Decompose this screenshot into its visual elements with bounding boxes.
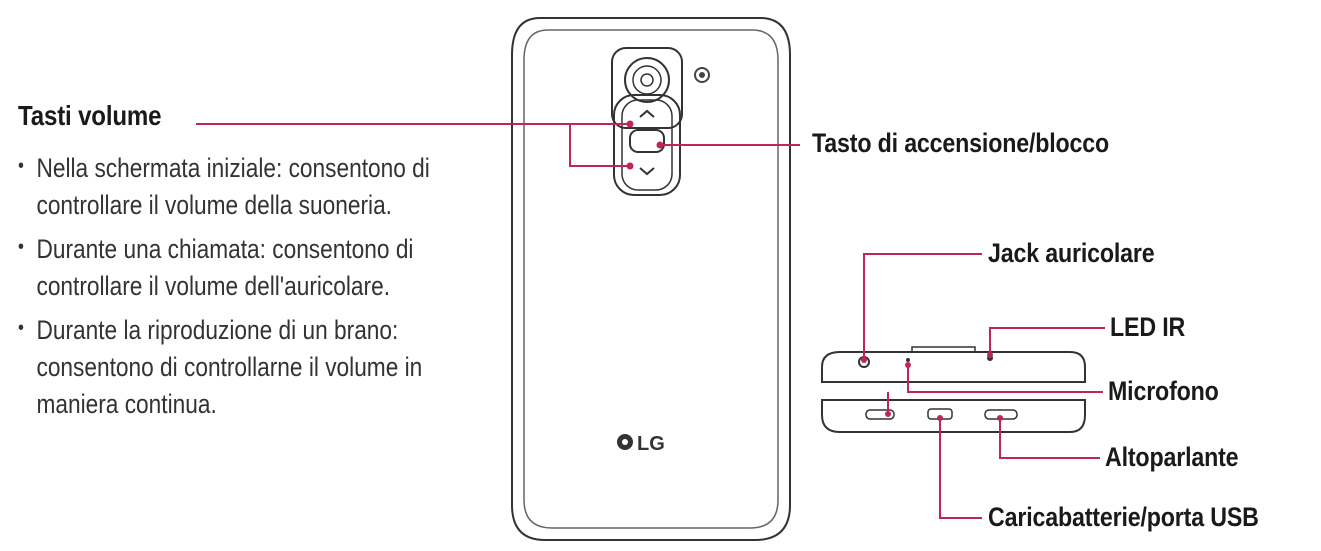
leader-dots xyxy=(626,120,1003,421)
lg-logo-text: LG xyxy=(637,433,665,455)
phone-top-edge xyxy=(821,346,1086,383)
leader-microphone xyxy=(907,365,1103,393)
volume-keys-heading: Tasti volume xyxy=(18,100,162,131)
label-speaker: Altoparlante xyxy=(1105,442,1239,472)
leader-volume-keys xyxy=(196,123,630,167)
label-power-key: Tasto di accensione/blocco xyxy=(812,128,1110,158)
flash-icon xyxy=(694,67,710,83)
note-item: •Nella schermata iniziale: consentono di… xyxy=(18,153,430,220)
label-microphone: Microfono xyxy=(1108,376,1219,406)
leader-lines xyxy=(196,123,1105,519)
phone-back xyxy=(511,17,791,541)
top-microphone xyxy=(906,358,910,362)
volume-up-icon xyxy=(639,109,655,118)
label-charger-port: Caricabatterie/porta USB xyxy=(988,502,1259,532)
phone-bottom-edge xyxy=(821,399,1086,433)
label-headset-jack: Jack auricolare xyxy=(988,238,1155,268)
leader-headset-jack xyxy=(863,253,982,360)
lg-logo-icon xyxy=(617,434,633,450)
note-item: •Durante la riproduzione di un brano: co… xyxy=(18,315,423,419)
power-key xyxy=(629,129,665,153)
label-ir-led: LED IR xyxy=(1110,312,1186,342)
camera-icon xyxy=(611,47,683,129)
leader-charger-port xyxy=(939,418,982,519)
leader-speaker xyxy=(999,418,1100,459)
bottom-microphone-grille xyxy=(865,409,895,420)
leader-ir-led xyxy=(989,327,1105,355)
volume-down-icon xyxy=(639,167,655,176)
volume-keys-notes: •Nella schermata iniziale: consentono di… xyxy=(18,150,578,430)
note-item: •Durante una chiamata: consentono di con… xyxy=(18,234,414,301)
